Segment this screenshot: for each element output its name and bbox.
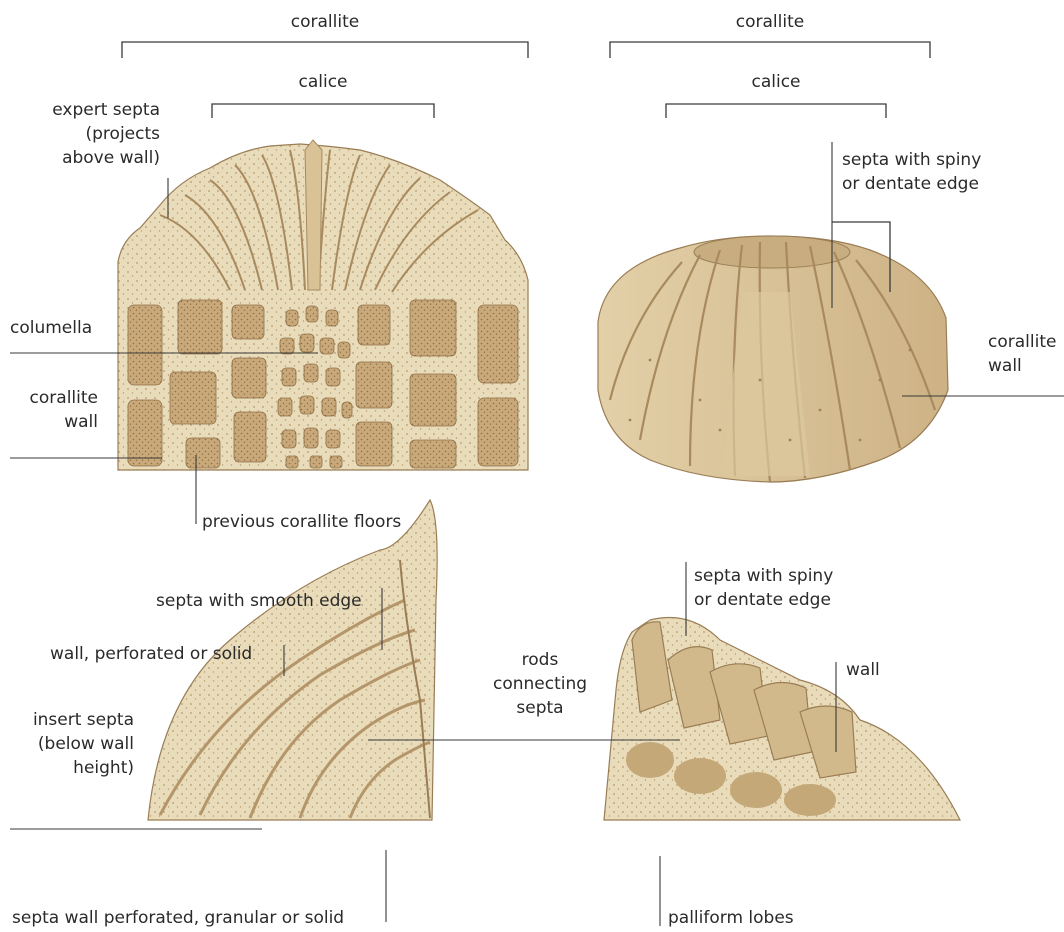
corallite-cross-section xyxy=(118,140,528,470)
calice-bracket-right xyxy=(666,104,886,118)
palliform-lobes-label: palliform lobes xyxy=(668,906,794,930)
wall-perforated-label: wall, perforated or solid xyxy=(50,642,252,666)
septa-wall-label: septa wall perforated, granular or solid xyxy=(12,906,344,930)
corallite-wall-label-left: corallite wall xyxy=(10,386,98,434)
septa-spiny-edge-label-top: septa with spiny or dentate edge xyxy=(842,148,981,196)
wall-label-bottom: wall xyxy=(846,658,880,682)
corallite-bracket-right xyxy=(610,42,930,58)
calice-bracket-left xyxy=(212,104,434,118)
dentate-septa-specimen xyxy=(604,618,960,821)
corallite-label-right: corallite xyxy=(720,10,820,34)
columella-label: columella xyxy=(10,316,92,340)
corallite-label-left: corallite xyxy=(275,10,375,34)
corallite-exterior xyxy=(598,236,948,482)
insert-septa-label: insert septa (below wall height) xyxy=(10,708,134,780)
previous-floors-label: previous corallite floors xyxy=(202,510,401,534)
corallite-bracket-left xyxy=(122,42,528,58)
exsert-septa-label: expert septa (projects above wall) xyxy=(10,98,160,170)
smooth-edge-label: septa with smooth edge xyxy=(156,589,362,613)
calice-label-left: calice xyxy=(273,70,373,94)
corallite-wall-label-right: corallite wall xyxy=(988,330,1056,378)
calice-label-right: calice xyxy=(726,70,826,94)
rods-connecting-label: rods connecting septa xyxy=(490,648,590,720)
septa-spiny-edge-label-bottom: septa with spiny or dentate edge xyxy=(694,564,833,612)
